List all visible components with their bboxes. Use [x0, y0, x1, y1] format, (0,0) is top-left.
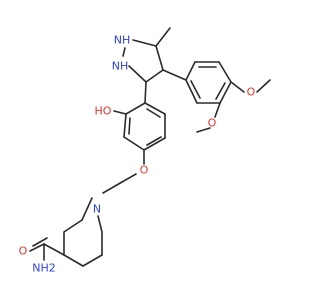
molecule-structure: NH NH O O HO O N O NH2	[19, 27, 271, 275]
bond	[218, 61, 232, 83]
bond	[63, 254, 84, 267]
bond	[219, 81, 232, 104]
atom-label-nh-bottom: NH	[112, 60, 129, 73]
bond	[128, 117, 131, 135]
bond	[113, 110, 127, 115]
atom-label-piperidine-n: N	[93, 203, 101, 216]
bond	[143, 137, 166, 151]
bonds	[29, 27, 271, 267]
bond	[82, 254, 103, 267]
atom-label-amide-nh2: NH2	[32, 262, 56, 275]
bond	[29, 243, 45, 252]
bond	[144, 102, 166, 115]
bond	[102, 181, 123, 194]
bond	[196, 127, 211, 133]
bond	[128, 65, 147, 83]
bond	[122, 47, 126, 57]
bond	[162, 69, 187, 81]
bond	[155, 27, 171, 47]
bond	[97, 215, 103, 233]
bond	[132, 39, 157, 47]
bond	[121, 173, 137, 183]
bond	[146, 136, 162, 146]
atom-label-methoxy-o-lower: O	[208, 117, 217, 130]
atom-label-nh-top: NH	[114, 34, 131, 47]
bond	[123, 136, 145, 151]
atom-label-amide-o: O	[19, 245, 28, 258]
bond	[145, 69, 164, 83]
bond	[146, 108, 161, 118]
atom-label-phenol-oh: HO	[95, 105, 112, 118]
bond	[123, 113, 127, 138]
atom-label-ether-o: O	[140, 164, 149, 177]
atom-labels: NH NH O O HO O N O NH2	[19, 34, 256, 275]
bond	[230, 81, 245, 93]
bond	[81, 197, 93, 221]
bond	[185, 61, 196, 81]
atom-label-methoxy-o-upper: O	[247, 86, 256, 99]
bond	[214, 102, 221, 118]
bond	[63, 219, 83, 233]
bond	[190, 80, 201, 99]
bond	[32, 237, 48, 247]
bond	[125, 102, 146, 115]
bond	[215, 82, 226, 100]
bond	[155, 45, 164, 71]
bond	[144, 81, 147, 104]
bond	[185, 79, 198, 104]
bond	[43, 243, 65, 256]
bond	[256, 79, 271, 93]
